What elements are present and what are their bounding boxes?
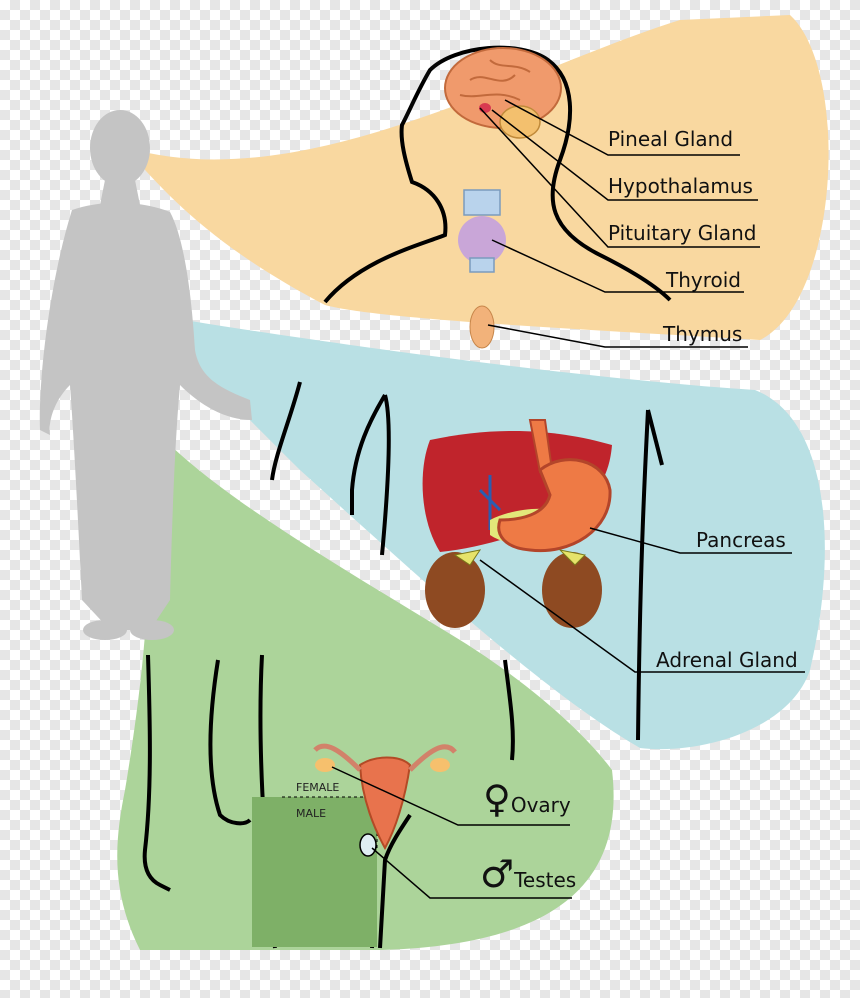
head-region-fan [125, 15, 829, 340]
label-hypothalamus: Hypothalamus [608, 174, 753, 198]
adrenal-gland-right [558, 549, 587, 566]
label-pancreas: Pancreas [696, 528, 786, 552]
label-male-region: MALE [296, 807, 327, 820]
label-ovary-group: ♀Ovary [483, 780, 571, 818]
testes-leader [371, 847, 572, 899]
thyroid-gland [458, 189, 506, 273]
label-female-region: FEMALE [296, 781, 340, 794]
adrenal-gland-left [453, 549, 482, 566]
thyroid-leader [491, 239, 744, 293]
stomach [497, 458, 612, 553]
human-silhouette [39, 110, 252, 640]
female-symbol-icon: ♀ [483, 777, 511, 821]
male-region-box [252, 797, 377, 947]
leader-lines [331, 99, 805, 899]
abdominal-organs [422, 419, 612, 628]
label-ovary: Ovary [510, 793, 571, 817]
label-thymus: Thymus [663, 322, 743, 346]
pancreas-leader [589, 527, 792, 554]
label-pituitary-gland: Pituitary Gland [608, 221, 757, 245]
left-kidney [425, 552, 485, 628]
right-kidney [542, 552, 602, 628]
ovary-leader [331, 766, 570, 826]
uterus [313, 743, 457, 851]
right-ovary [430, 758, 450, 772]
male-symbol-icon: ♂ [480, 852, 515, 896]
head-outline [323, 45, 672, 304]
thymus-leader [487, 324, 748, 348]
label-thyroid: Thyroid [666, 268, 741, 292]
label-testes: Testes [514, 868, 577, 892]
pineal-leader [504, 99, 740, 156]
label-adrenal-gland: Adrenal Gland [656, 648, 798, 672]
testis [359, 833, 377, 857]
hypothalamus-leader [491, 109, 758, 201]
left-ovary [315, 758, 335, 772]
torso-outline [270, 381, 664, 741]
label-testes-group: ♂Testes [480, 855, 576, 893]
pituitary-leader [479, 107, 760, 248]
thymus-gland [469, 305, 495, 349]
adrenal-leader [479, 559, 805, 673]
label-pineal-gland: Pineal Gland [608, 127, 734, 151]
pelvis-region-fan [117, 398, 614, 950]
